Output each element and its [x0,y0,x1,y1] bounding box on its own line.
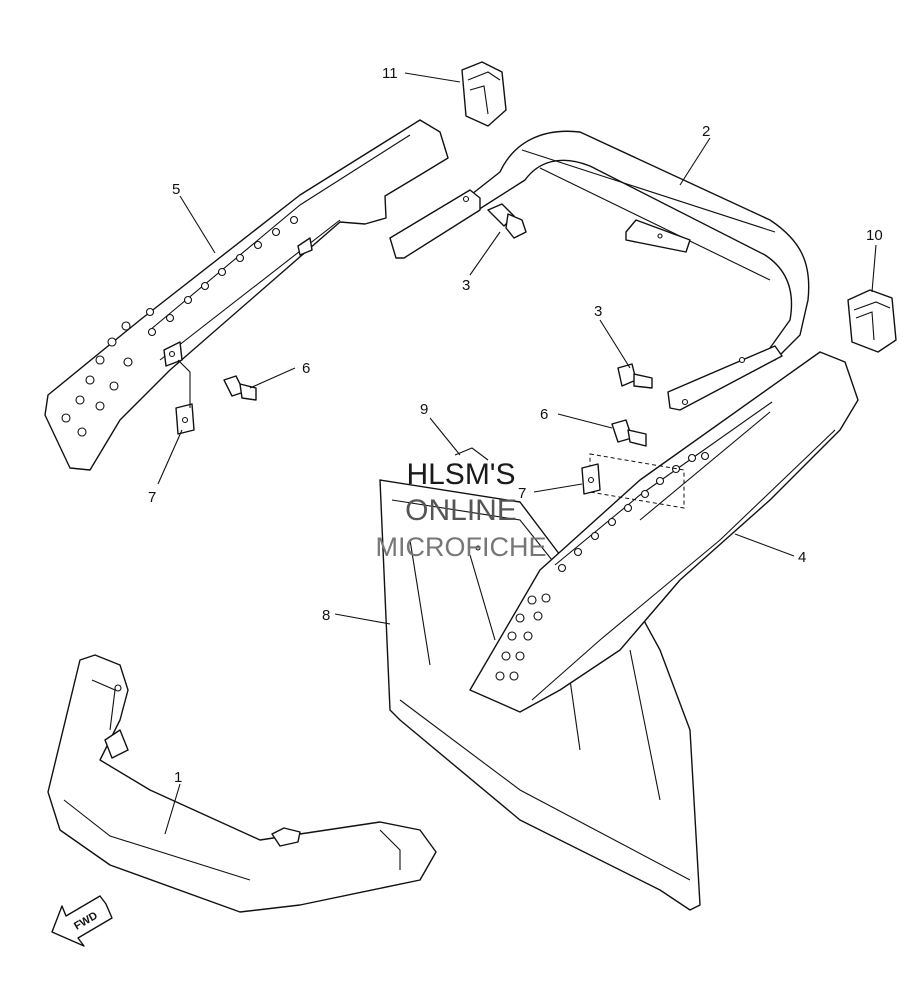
callout-6-left: 6 [302,360,310,377]
part-5-left-rail [44,119,449,471]
callout-3-upper: 3 [462,277,470,294]
callout-9: 9 [420,401,428,418]
callout-7-left: 7 [148,489,156,506]
callout-6-right: 6 [540,406,548,423]
part-9-clip [454,447,489,461]
watermark-line-3: MICROFICHE [376,532,547,562]
part-5-holes [61,215,299,437]
part-11-cap [461,61,507,127]
callout-7-right: 7 [518,485,526,502]
part-3-bolt-upper [487,203,527,239]
callout-5: 5 [172,181,180,198]
part-7-nut-left [175,403,195,435]
callout-1: 1 [174,769,182,786]
part-10-cap [847,289,897,353]
part-7-nut-right [581,463,601,495]
callout-10: 10 [866,227,883,244]
fwd-arrow-icon: FWD [51,895,113,947]
callout-4: 4 [798,549,806,566]
part-4-right-rail [469,351,859,713]
part-3-bolt-lower [617,363,653,389]
watermark-line-1: HLSM'S [406,458,515,491]
leader-lines [157,72,877,835]
callout-2: 2 [702,123,710,140]
callout-8: 8 [322,607,330,624]
part-4-holes [495,451,710,681]
part-2-grab-bar [389,130,810,411]
callout-3-lower: 3 [594,303,602,320]
watermark-line-2: ONLINE [405,494,517,527]
part-1-front-bumper [47,654,437,913]
callout-11: 11 [382,65,398,82]
part-6-bolt-left [223,375,257,401]
part-6-bolt-right [611,419,647,447]
